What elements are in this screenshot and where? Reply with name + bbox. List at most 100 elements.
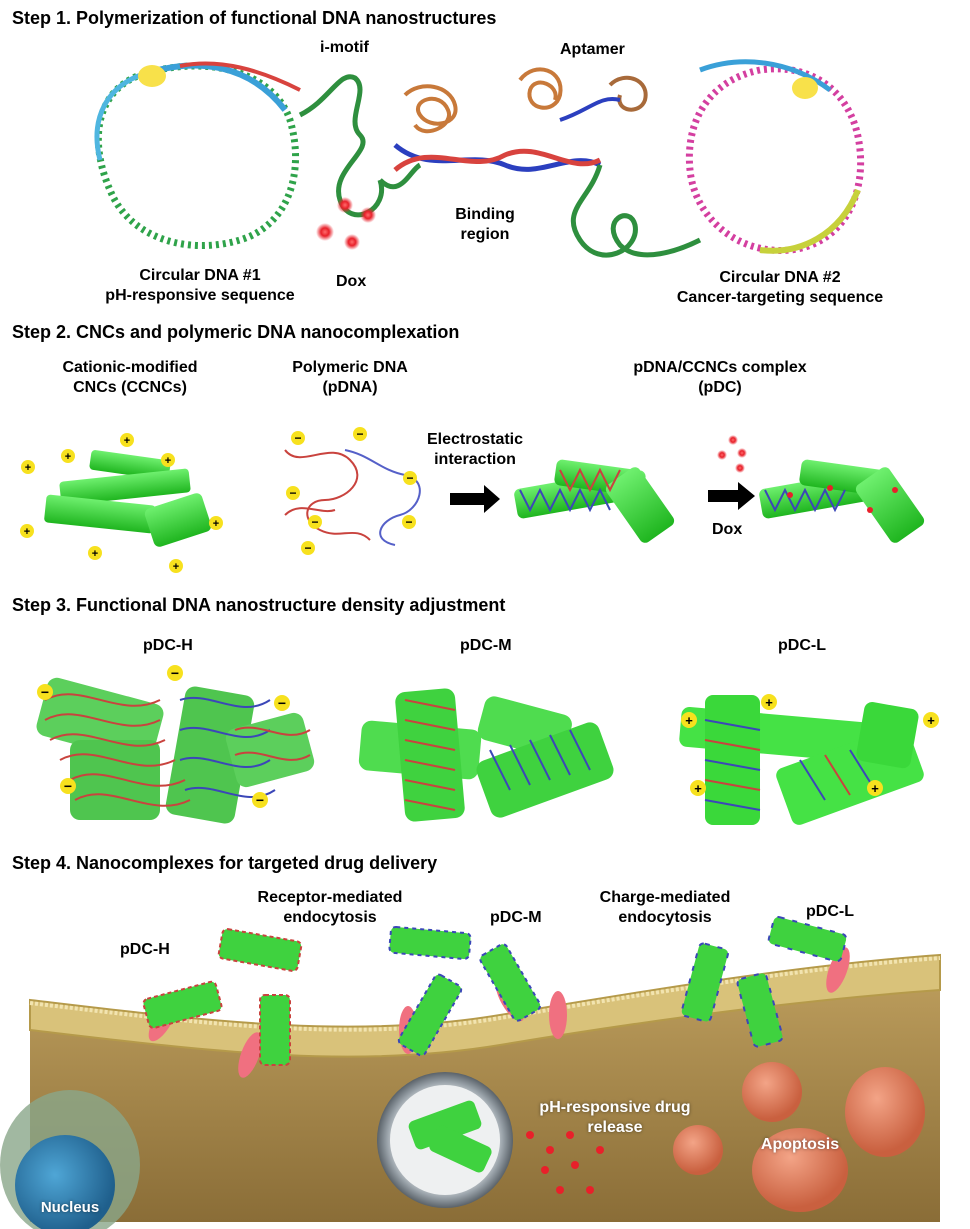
apoptosis-label: Apoptosis [760, 1136, 840, 1153]
apoptotic-cells [673, 1062, 925, 1212]
arrow-right-icon [450, 485, 500, 513]
pdc-m-label: pDC-M [460, 637, 512, 654]
plus-charge: + [169, 559, 183, 573]
pdc-l-rods [680, 916, 848, 1048]
step4-title: Step 4. Nanocomplexes for targeted drug … [12, 853, 438, 873]
plus-charge: + [21, 460, 35, 474]
plus-charge: + [161, 453, 175, 467]
svg-text:−: − [64, 778, 72, 794]
plus-charge: + [209, 516, 223, 530]
released-dox [526, 1131, 604, 1194]
fluorophore-1 [138, 65, 166, 87]
svg-text:+: + [124, 435, 130, 447]
svg-text:+: + [213, 518, 219, 530]
pdc-m-complex [358, 688, 614, 822]
svg-text:−: − [304, 541, 311, 555]
svg-text:−: − [289, 486, 296, 500]
linker-strand-2 [570, 164, 702, 258]
circular-dna-2 [685, 59, 865, 254]
plus-charge: + [867, 780, 883, 796]
pdna-strands [284, 449, 421, 546]
minus-charge: − [291, 431, 305, 445]
minus-charge: − [353, 427, 367, 441]
pdc-complex-1 [514, 459, 675, 543]
step3-illustration: − − − − − + + + + + [36, 665, 939, 825]
step4-pdc-m-label: pDC-M [490, 909, 542, 926]
pdc-l-charges: + + + + + [681, 694, 939, 796]
dox-molecules-2 [717, 435, 747, 473]
pdc-m-rods [388, 925, 542, 1057]
svg-text:+: + [685, 713, 693, 728]
svg-text:+: + [25, 462, 31, 474]
plus-charge: + [120, 433, 134, 447]
pdna-label: Polymeric DNA(pDNA) [292, 359, 408, 396]
minus-charge: − [286, 486, 300, 500]
svg-text:−: − [406, 471, 413, 485]
minus-charge: − [252, 792, 268, 808]
minus-charge: − [308, 515, 322, 529]
pdc-h-charges: − − − − − [37, 665, 290, 808]
pdc-complex-2 [759, 459, 925, 543]
fluorophore-2 [792, 77, 818, 99]
svg-text:+: + [173, 561, 179, 573]
nucleus [0, 1090, 140, 1229]
step2-illustration: + + + + + + + + − − − − − − − [20, 427, 925, 573]
step3-title: Step 3. Functional DNA nanostructure den… [12, 595, 506, 615]
plus-charge: + [690, 780, 706, 796]
svg-text:+: + [765, 695, 773, 710]
pdc-l-complex [679, 695, 924, 825]
plus-charge: + [20, 524, 34, 538]
minus-charge: − [301, 541, 315, 555]
pdc-h-rods [142, 928, 303, 1066]
svg-text:+: + [165, 455, 171, 467]
cell-membrane [29, 953, 941, 1058]
minus-charge: − [60, 778, 76, 794]
svg-text:+: + [871, 781, 879, 796]
minus-charge: − [274, 695, 290, 711]
i-motif-strand [298, 74, 422, 218]
svg-text:+: + [927, 713, 935, 728]
aptamer-coil-2 [518, 67, 648, 122]
dox-molecules-1 [316, 197, 376, 250]
plus-charge: + [923, 712, 939, 728]
svg-text:−: − [356, 427, 363, 441]
ccnc-rods [44, 450, 212, 547]
step1-title: Step 1. Polymerization of functional DNA… [12, 8, 497, 28]
step4-pdc-l-label: pDC-L [806, 903, 854, 920]
plus-charge: + [761, 694, 777, 710]
minus-charge: − [167, 665, 183, 681]
step2-title: Step 2. CNCs and polymeric DNA nanocompl… [12, 322, 460, 342]
pdc-h-complex [36, 677, 315, 824]
svg-text:+: + [65, 451, 71, 463]
pdc-l-label: pDC-L [778, 637, 826, 654]
step1-illustration [94, 59, 865, 258]
plus-charge: + [88, 546, 102, 560]
svg-text:−: − [278, 695, 286, 711]
imotif-label: i-motif [320, 39, 369, 56]
svg-text:+: + [92, 548, 98, 560]
plus-charge: + [681, 712, 697, 728]
minus-charge: − [402, 515, 416, 529]
svg-text:−: − [311, 515, 318, 529]
dox-label-2: Dox [712, 521, 743, 538]
ccnc-charges: + + + + + + + + [20, 433, 223, 573]
endosome-vesicle [377, 1072, 513, 1208]
svg-text:−: − [405, 515, 412, 529]
step4-pdc-h-label: pDC-H [120, 941, 170, 958]
svg-text:+: + [694, 781, 702, 796]
svg-text:−: − [41, 684, 49, 700]
arrow-right-icon [708, 482, 755, 510]
binding-region-duplex [393, 143, 602, 172]
svg-text:−: − [294, 431, 301, 445]
minus-charge: − [37, 684, 53, 700]
circular-dna-1 [94, 61, 301, 250]
svg-text:−: − [171, 665, 179, 681]
